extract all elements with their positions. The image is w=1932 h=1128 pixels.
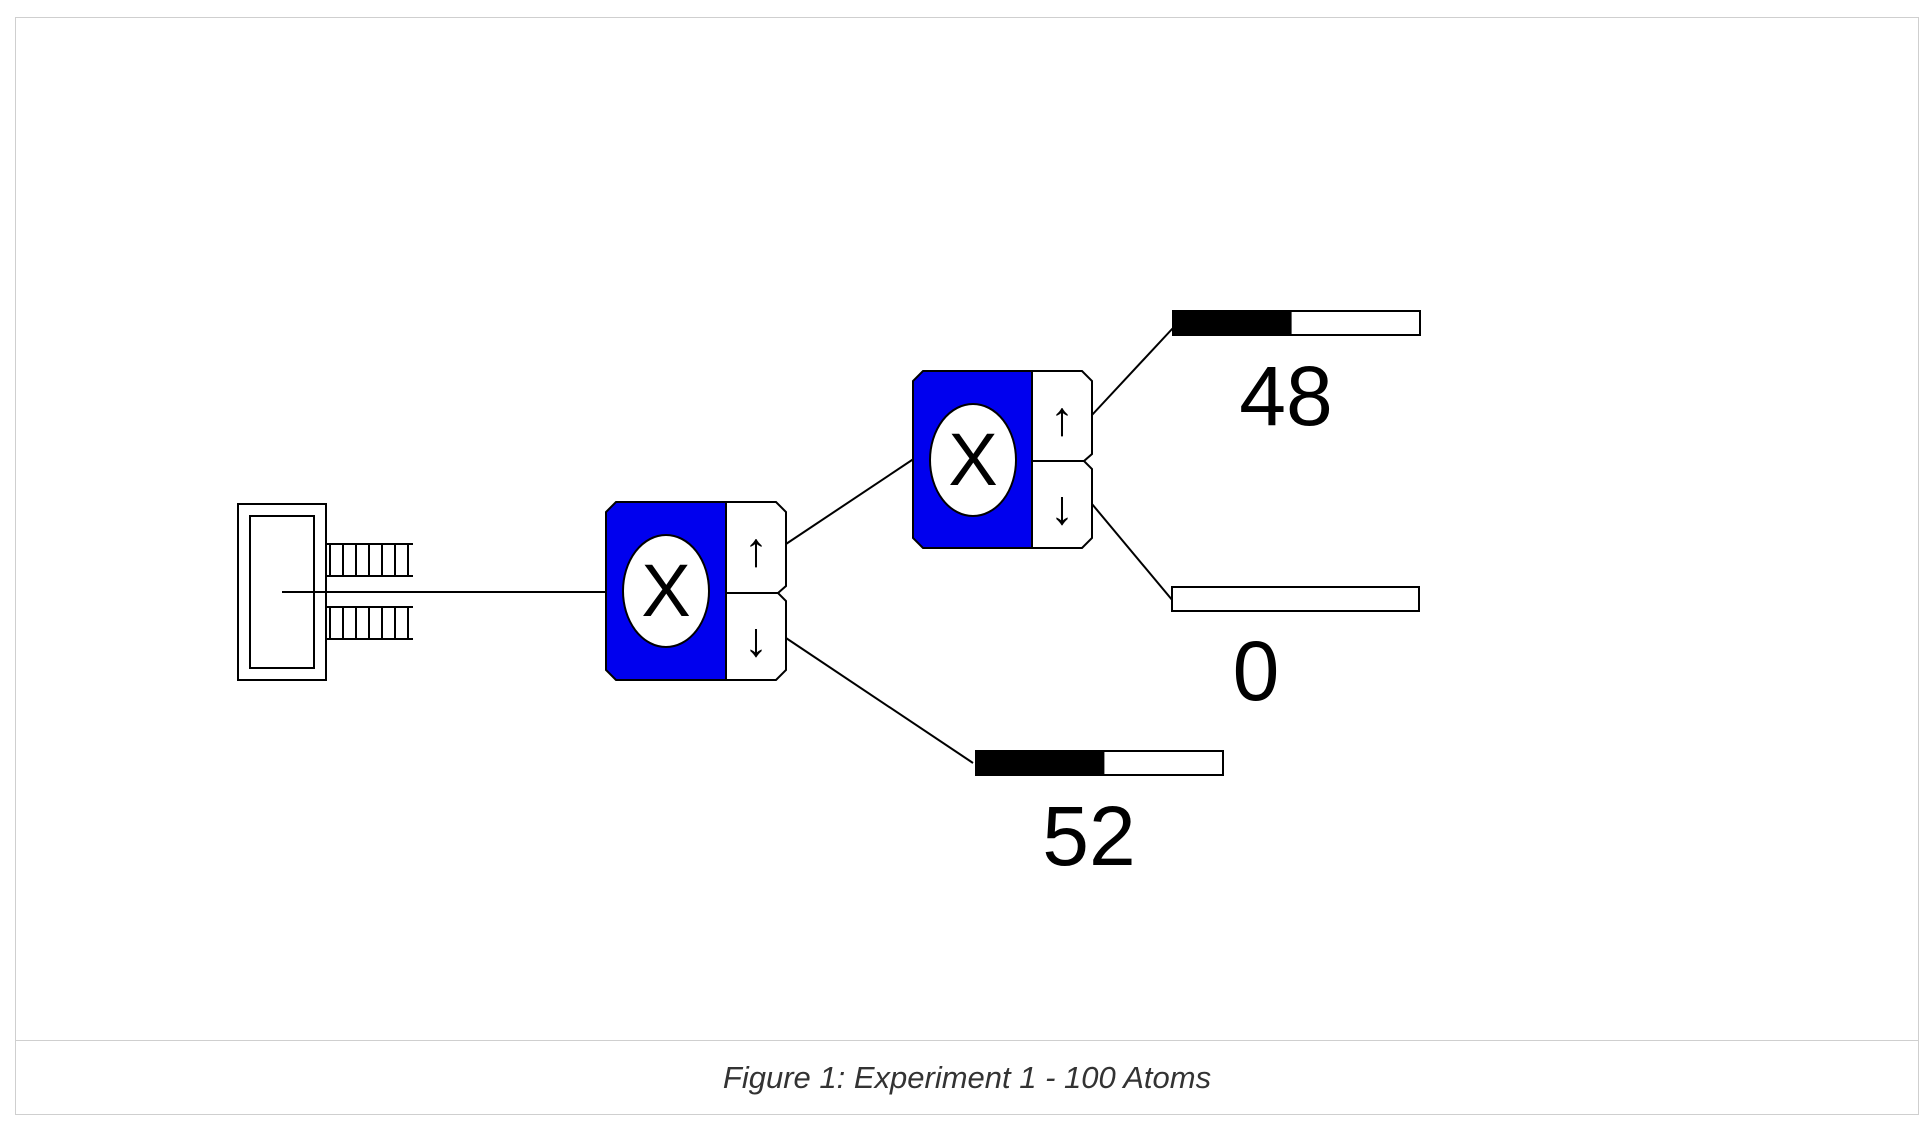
- down-arrow-icon: ↓: [744, 614, 768, 667]
- beam-analyzer-2-up: [1091, 327, 1174, 416]
- analyzer-1-label: X: [641, 549, 690, 632]
- oven-source-icon: [237, 503, 413, 681]
- counter-down-count: 52: [1042, 789, 1135, 883]
- stern-gerlach-analyzer-1[interactable]: X ↑ ↓: [605, 501, 787, 681]
- beam-analyzer-2-down: [1091, 503, 1174, 602]
- up-arrow-icon: ↑: [1050, 393, 1074, 446]
- counter-up-down: 0: [1171, 586, 1420, 718]
- oven-fins: [329, 544, 409, 639]
- counter-up-up: 48: [1172, 310, 1421, 443]
- analyzer-1-down-port: [725, 592, 787, 681]
- counter-up-up-count: 48: [1239, 349, 1332, 443]
- stern-gerlach-diagram: X ↑ ↓ X ↑ ↓ 48 0: [237, 310, 1421, 883]
- down-arrow-icon: ↓: [1050, 482, 1074, 535]
- beam-analyzer-1-down: [785, 637, 974, 764]
- counter-down-fill: [976, 751, 1105, 775]
- beam-analyzer-1-up: [785, 455, 919, 545]
- counter-down: 52: [975, 750, 1224, 883]
- beam-lines: [282, 327, 1174, 764]
- stern-gerlach-analyzer-2[interactable]: X ↑ ↓: [912, 370, 1093, 549]
- figure-caption-bar: Figure 1: Experiment 1 - 100 Atoms: [16, 1040, 1918, 1114]
- counter-up-down-track: [1171, 586, 1420, 612]
- figure-caption: Figure 1: Experiment 1 - 100 Atoms: [722, 1059, 1212, 1095]
- up-arrow-icon: ↑: [744, 524, 768, 577]
- analyzer-2-lens: [929, 403, 1017, 517]
- counter-up-down-count: 0: [1233, 624, 1280, 718]
- figure-frame: X ↑ ↓ X ↑ ↓ 48 0: [15, 17, 1919, 1115]
- analyzer-1-lens: [622, 534, 710, 648]
- analyzer-2-label: X: [948, 418, 997, 501]
- counter-up-up-fill: [1173, 311, 1292, 335]
- analyzer-2-down-port: [1031, 460, 1093, 549]
